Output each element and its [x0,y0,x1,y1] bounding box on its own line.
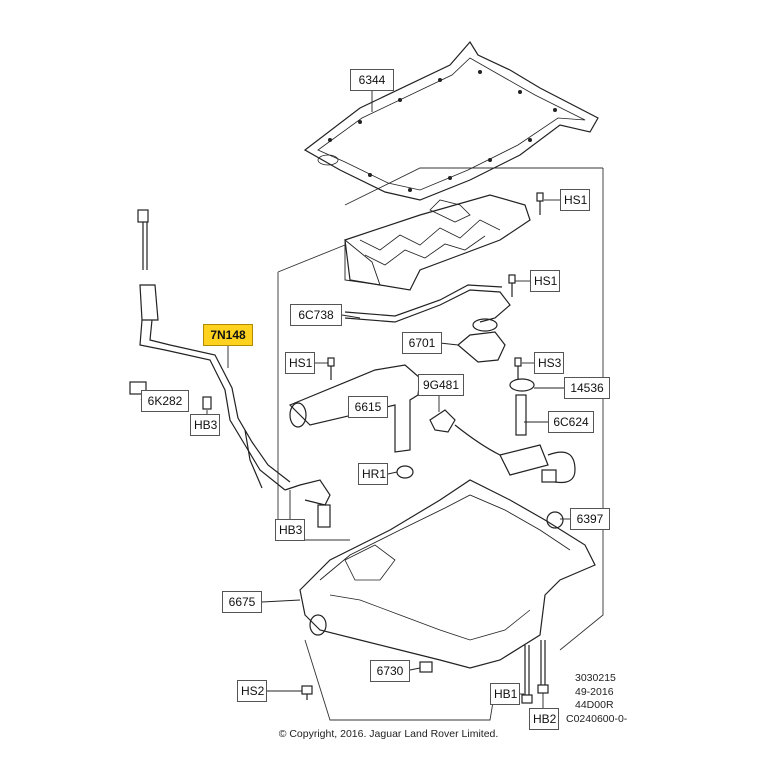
oil-pickup-tube-drawing [344,284,511,332]
label-6730[interactable]: 6730 [370,660,410,682]
label-6344[interactable]: 6344 [350,69,394,91]
oil-temp-sensor-drawing [396,409,501,479]
label-hs1-top[interactable]: HS1 [560,189,590,211]
assembly-boundary-lines [277,167,604,721]
label-6701[interactable]: 6701 [402,332,442,354]
label-hb3-upper[interactable]: HB3 [190,414,220,436]
label-hs1-mid[interactable]: HS1 [530,270,560,292]
reference-line-4: C0240600-0- [566,712,628,725]
label-6615[interactable]: 6615 [348,396,388,418]
label-6397[interactable]: 6397 [570,508,610,530]
label-hs2[interactable]: HS2 [237,680,267,702]
label-hb2[interactable]: HB2 [529,708,559,730]
windage-tray-drawing [344,194,531,291]
label-6675[interactable]: 6675 [222,591,262,613]
leader-lines [140,90,570,708]
reference-code: 3030215 49-2016 44D00R C0240600-0- [566,672,627,726]
reference-line-3: 44D00R [575,699,614,711]
label-hb3-lower[interactable]: HB3 [275,519,305,541]
pickup-gasket-drawing [457,331,506,363]
drain-plug-drawing [419,661,433,673]
copyright-text: © Copyright, 2016. Jaguar Land Rover Lim… [278,728,499,740]
reference-line-1: 3030215 [575,672,616,684]
label-6c738[interactable]: 6C738 [290,304,342,326]
dipstick-tube-drawing [129,209,331,528]
label-hr1[interactable]: HR1 [358,463,388,485]
label-hs3-right[interactable]: HS3 [534,352,564,374]
hs1-bolts-drawing [327,192,544,380]
label-6k282[interactable]: 6K282 [141,390,189,412]
label-hs1-left[interactable]: HS1 [285,352,315,374]
label-7n148[interactable]: 7N148 [203,324,253,346]
oil-level-sensor-drawing [499,378,576,484]
label-9g481[interactable]: 9G481 [418,374,464,396]
reference-line-2: 49-2016 [575,685,614,698]
oil-pan-gasket-drawing [303,40,599,201]
label-hb1[interactable]: HB1 [490,683,520,705]
oil-pan-drawing [299,479,596,669]
label-6c624[interactable]: 6C624 [548,411,594,433]
label-14536[interactable]: 14536 [564,377,610,399]
